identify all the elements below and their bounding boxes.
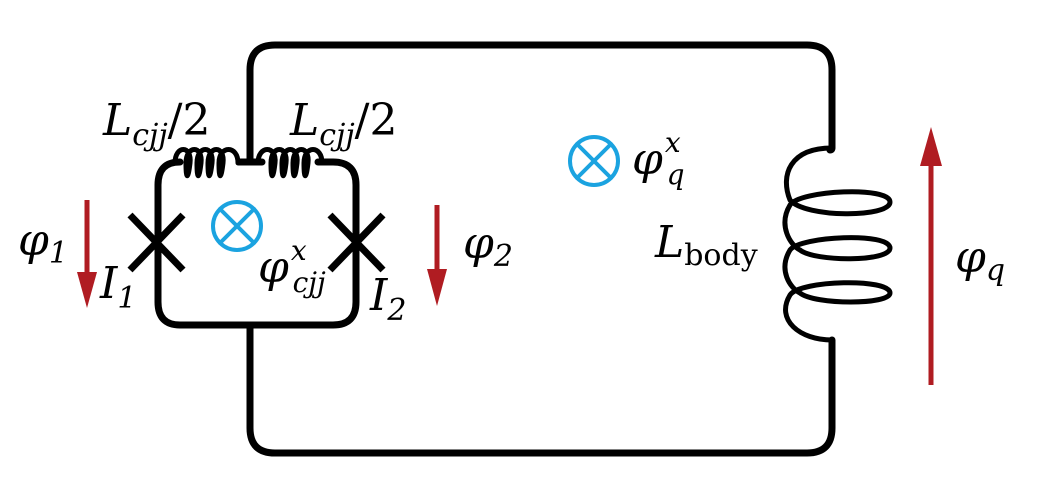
flux-cjj-icon bbox=[211, 200, 263, 252]
arrow-phiq-icon bbox=[920, 127, 942, 385]
lcjj-left-coil bbox=[172, 147, 247, 179]
phiq-label: φq bbox=[955, 232, 1005, 288]
phi2-label: φ2 bbox=[463, 218, 513, 274]
lbody-coil bbox=[782, 145, 893, 343]
lbody-label: Lbody bbox=[654, 217, 758, 273]
phi1-label: φ1 bbox=[18, 215, 68, 271]
i1-label: I1 bbox=[99, 258, 136, 316]
junction-2-icon bbox=[327, 212, 386, 273]
lcjj-right-label: Lcjj/2 bbox=[289, 95, 397, 153]
junction-1-icon bbox=[127, 212, 186, 273]
flux-q-icon bbox=[568, 135, 620, 187]
lcjj-right-coil bbox=[255, 147, 333, 179]
arrow-phi1-icon bbox=[77, 200, 97, 308]
i2-label: I2 bbox=[369, 270, 406, 328]
cjj-loop-wire bbox=[154, 158, 360, 329]
arrow-phi2-icon bbox=[427, 205, 447, 306]
lcjj-left-label: Lcjj/2 bbox=[102, 95, 210, 153]
